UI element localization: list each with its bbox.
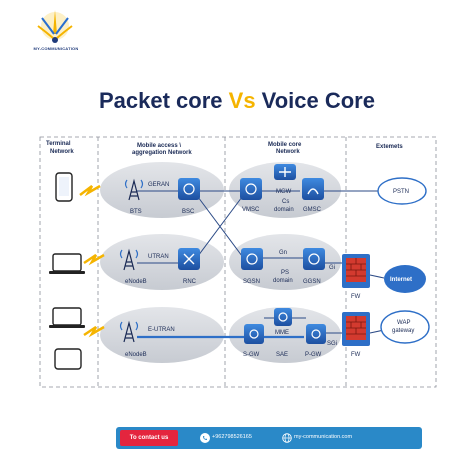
wireless-bolt-icon: [83, 253, 105, 266]
label-bsc: BSC: [182, 209, 195, 215]
label-ggsn: GGSN: [303, 279, 321, 285]
wireless-bolt-icon: [79, 184, 101, 197]
header-access: aggregation Network: [132, 150, 192, 156]
header-external: Extemets: [376, 144, 403, 150]
label-gn: Gn: [279, 250, 287, 256]
label-eutran: E-UTRAN: [148, 327, 175, 333]
label-sgi: SGi: [327, 341, 337, 347]
brand-name: MY-COMMUNICATION: [33, 46, 79, 51]
label-enodeb: eNodeB: [125, 352, 147, 358]
header-core: Mobile core: [268, 142, 302, 148]
label-internet: Internet: [390, 277, 412, 283]
pgw-node-icon: [306, 324, 326, 344]
title-vs: Vs: [228, 88, 256, 113]
bsc-node-icon: [178, 178, 200, 200]
label-fw: FW: [351, 294, 361, 300]
label-fw: FW: [351, 352, 361, 358]
label-cs-domain: domain: [274, 207, 294, 213]
antenna-icon: [124, 178, 144, 201]
core-ellipse: [229, 162, 341, 218]
footer-bar: To contact us +962798526165 my-communica…: [116, 427, 422, 449]
label-ps-domain: domain: [273, 278, 293, 284]
label-cs-domain: Cs: [282, 199, 289, 205]
rnc-node-icon: [178, 248, 200, 270]
header-terminal: Terminal: [46, 141, 71, 147]
link-line: [369, 274, 385, 279]
antenna-icon: [119, 248, 139, 271]
label-rnc: RNC: [183, 279, 197, 285]
label-wap: gateway: [392, 328, 414, 334]
firewall-icon: [342, 254, 370, 288]
contact-button[interactable]: To contact us: [120, 430, 178, 446]
wap-cloud-icon: [380, 310, 430, 344]
sgw-node-icon: [244, 324, 264, 344]
label-bts: BTS: [130, 209, 142, 215]
mgw-node-icon: [274, 164, 296, 180]
label-pstn: PSTN: [393, 189, 409, 195]
access-ellipse: [100, 307, 224, 363]
header-access: Mobile access \: [137, 143, 181, 149]
label-mgw: MGW: [276, 189, 292, 195]
label-mme: MME: [275, 330, 289, 336]
tablet-icon: [54, 348, 82, 370]
sgsn-node-icon: [241, 248, 263, 270]
antenna-icon: [119, 320, 139, 343]
phone-icon: [55, 172, 73, 202]
label-ps-domain: PS: [281, 270, 289, 276]
logo-icon: [37, 10, 73, 43]
pstn-cloud-icon: [377, 177, 427, 205]
label-sae: SAE: [276, 352, 288, 358]
label-sgw: S-GW: [243, 352, 260, 358]
link-line: [197, 196, 243, 257]
page-title: Packet core Vs Voice Core: [99, 88, 375, 113]
label-geran: GERAN: [148, 182, 169, 188]
access-ellipse: [100, 162, 224, 218]
website-link[interactable]: my-communication.com: [294, 434, 353, 440]
header-terminal: Network: [50, 149, 74, 155]
laptop-icon: [49, 253, 85, 274]
phone-number[interactable]: +962798526165: [212, 434, 252, 440]
core-ellipse: [229, 307, 341, 363]
wireless-bolt-icon: [83, 325, 105, 338]
label-sgsn: SGSN: [243, 279, 260, 285]
mme-node-icon: [274, 308, 292, 326]
label-enodeb: eNodeB: [125, 279, 147, 285]
diagram-frame: [39, 136, 437, 388]
globe-icon: [282, 433, 292, 443]
ggsn-node-icon: [303, 248, 325, 270]
gmsc-node-icon: [302, 178, 324, 200]
label-wap: WAP: [397, 320, 410, 326]
access-ellipse: [100, 234, 224, 290]
label-gi: Gi: [329, 265, 335, 271]
internet-cloud-icon: [384, 265, 426, 293]
header-core: Network: [276, 149, 300, 155]
phone-icon: [200, 433, 210, 443]
label-utran: UTRAN: [148, 254, 169, 260]
vmsc-node-icon: [240, 178, 262, 200]
label-vmsc: VMSC: [242, 207, 260, 213]
firewall-icon: [342, 312, 370, 346]
label-pgw: P-GW: [305, 352, 322, 358]
laptop-icon: [49, 307, 85, 328]
label-gmsc: GMSC: [303, 207, 322, 213]
